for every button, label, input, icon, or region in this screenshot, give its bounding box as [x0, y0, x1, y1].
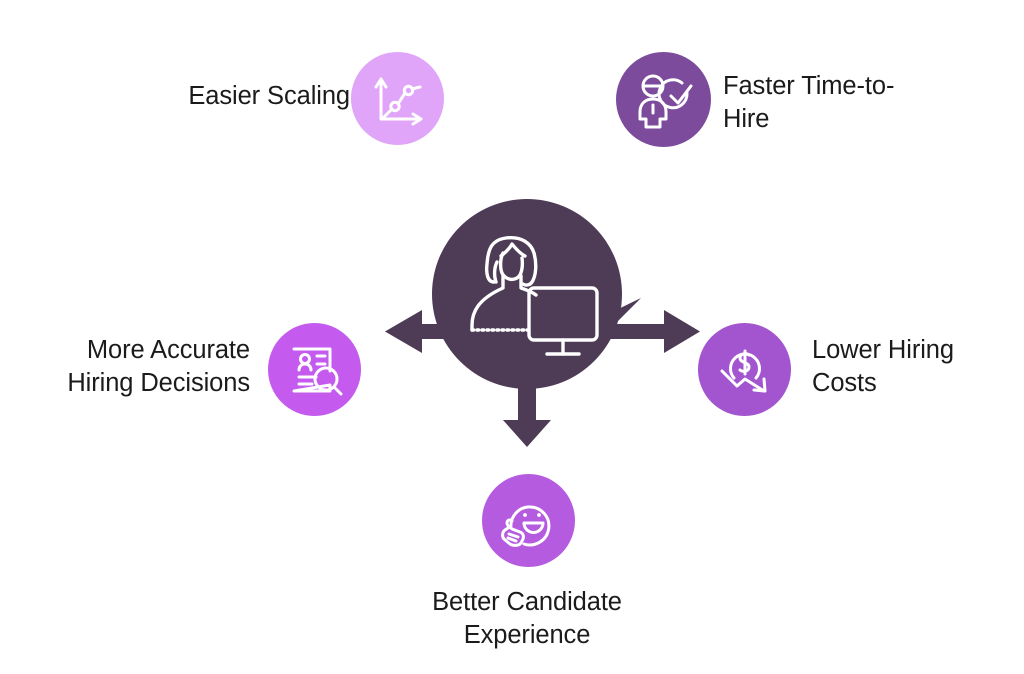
growth-line-chart-icon: [374, 77, 422, 125]
node-easier-scaling[interactable]: [351, 52, 444, 145]
node-faster-time-to-hire[interactable]: [616, 52, 711, 147]
arrow-down: [503, 360, 551, 447]
person-check-icon: [638, 74, 692, 128]
arrow-left: [385, 310, 455, 353]
label-easier-scaling: Easier Scaling: [188, 82, 350, 110]
label-better-candidate-experience: Better Candidate Experience: [432, 588, 622, 649]
smiley-thumbs-up-icon: [500, 504, 550, 547]
person-with-monitor-icon: [470, 235, 599, 356]
label-lower-hiring-costs: Lower Hiring Costs: [812, 336, 954, 397]
node-lower-hiring-costs[interactable]: [698, 323, 791, 416]
label-more-accurate-hiring-decisions: More Accurate Hiring Decisions: [67, 336, 250, 397]
dollar-declining-arrow-icon: [720, 349, 766, 392]
resume-magnifier-icon: [292, 347, 342, 395]
node-better-candidate-experience[interactable]: [482, 474, 575, 567]
arrow-right: [598, 310, 700, 353]
hub-circle: [432, 199, 622, 389]
label-faster-time-to-hire: Faster Time-to- Hire: [723, 72, 895, 133]
arrow-up-right: [551, 264, 641, 323]
node-more-accurate-hiring-decisions[interactable]: [268, 323, 361, 416]
arrow-up-left: [444, 244, 503, 334]
